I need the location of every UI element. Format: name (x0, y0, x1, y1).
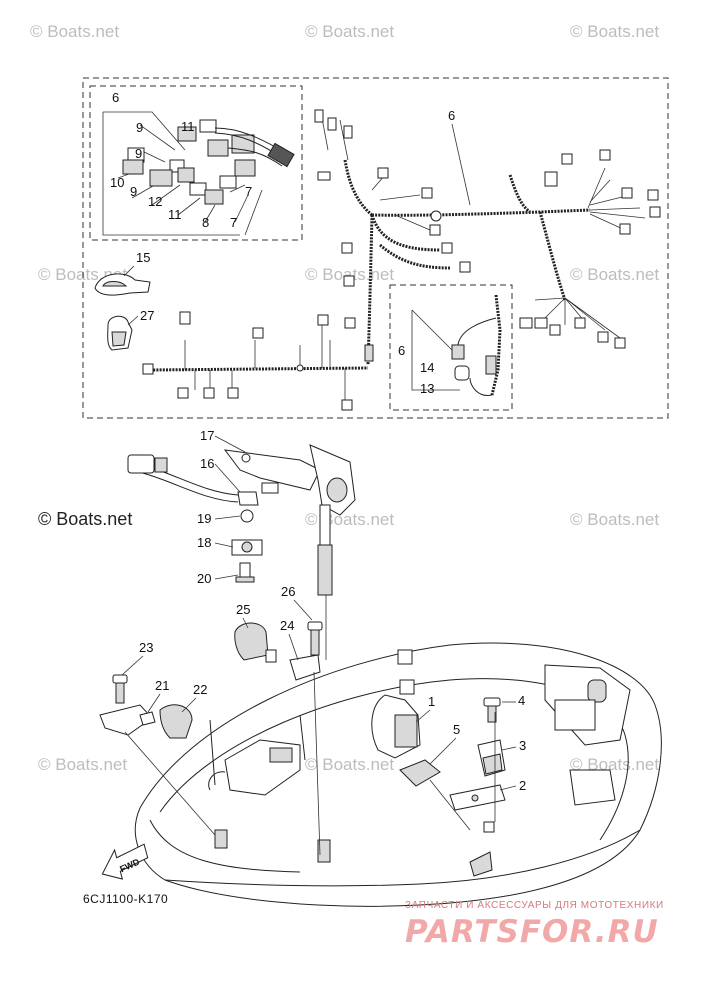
shop-subtitle: ЗАПЧАСТИ И АКСЕССУАРЫ ДЛЯ МОТОТЕХНИКИ (405, 900, 664, 911)
callout-7: 7 (245, 184, 252, 199)
callout-19: 19 (197, 511, 211, 526)
callout-14: 14 (420, 360, 434, 375)
bottom-cowling (134, 642, 662, 907)
watermark: © Boats.net (38, 755, 127, 774)
main-harness: 6 (142, 108, 661, 411)
clamp-27: 27 (107, 308, 154, 351)
callout-2: 2 (519, 778, 526, 793)
callout-5: 5 (453, 722, 460, 737)
watermark: © Boats.net (305, 22, 394, 41)
watermark: © Boats.net (30, 22, 119, 41)
callout-18: 18 (197, 535, 211, 550)
lower-parts: 1 5 4 3 2 23 21 22 (99, 584, 526, 856)
callout-23: 23 (139, 640, 153, 655)
watermark: © Boats.net (305, 510, 394, 529)
callout-20: 20 (197, 571, 211, 586)
callout-21: 21 (155, 678, 169, 693)
callout-6: 6 (398, 343, 405, 358)
watermark: © Boats.net (570, 510, 659, 529)
sensor-detail: 6 14 13 (398, 294, 502, 396)
fwd-arrow: FWD (101, 843, 149, 880)
callout-9: 9 (130, 184, 137, 199)
callout-4: 4 (518, 693, 525, 708)
shop-brand-logo: PARTSFOR.RU (405, 914, 659, 950)
clamp-15: 15 (94, 250, 151, 296)
wiring-harness-panel: 6 9 11 9 10 9 12 11 8 7 7 15 27 (82, 77, 669, 419)
callout-27: 27 (140, 308, 154, 323)
callout-22: 22 (193, 682, 207, 697)
sensor-detail-frame (389, 284, 513, 411)
callout-26: 26 (281, 584, 295, 599)
callout-24: 24 (280, 618, 294, 633)
callout-9: 9 (136, 120, 143, 135)
callout-25: 25 (236, 602, 250, 617)
watermark: © Boats.net (570, 755, 659, 774)
callout-13: 13 (420, 381, 434, 396)
callout-8: 8 (202, 215, 209, 230)
shop-banner: ЗАПЧАСТИ И АКСЕССУАРЫ ДЛЯ МОТОТЕХНИКИ PA… (405, 900, 664, 950)
callout-10: 10 (110, 175, 124, 190)
connector-detail-frame (89, 85, 303, 241)
callout-1: 1 (428, 694, 435, 709)
watermark-primary: © Boats.net (38, 509, 132, 529)
callout-3: 3 (519, 738, 526, 753)
callout-9: 9 (135, 146, 142, 161)
watermark: © Boats.net (305, 755, 394, 774)
callout-6: 6 (448, 108, 455, 123)
harness-outer-frame (82, 77, 669, 419)
callout-6: 6 (112, 90, 119, 105)
callout-16: 16 (200, 456, 214, 471)
diagram-part-code: 6CJ1100-K170 (83, 892, 168, 906)
watermark: © Boats.net (570, 265, 659, 284)
connector-bundle: 6 9 11 9 10 9 12 11 8 7 7 (102, 90, 295, 236)
callout-15: 15 (136, 250, 150, 265)
bracket-assembly: 17 16 19 18 20 (127, 428, 356, 596)
callout-17: 17 (200, 428, 214, 443)
callout-11: 11 (181, 119, 195, 134)
watermark: © Boats.net (570, 22, 659, 41)
callout-12: 12 (148, 194, 162, 209)
callout-7: 7 (230, 215, 237, 230)
connector-block (177, 126, 197, 142)
callout-11: 11 (168, 207, 182, 222)
